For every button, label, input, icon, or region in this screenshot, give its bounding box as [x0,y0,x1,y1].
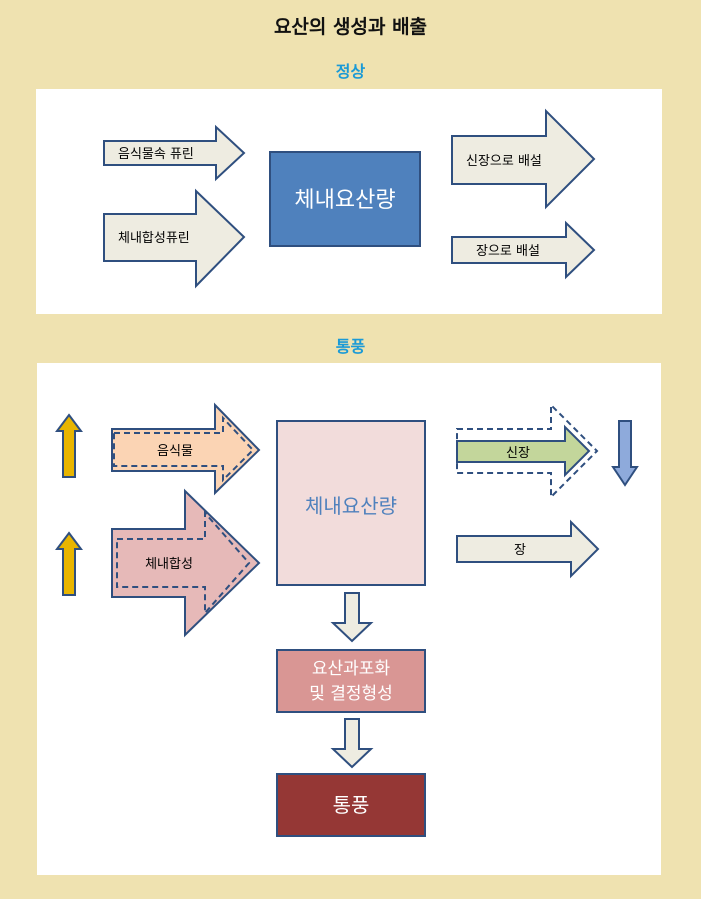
down-arrow-to-supersaturation [330,592,374,643]
down-arrow-kidney-icon [611,420,639,487]
label-body-uric-acid-gout: 체내요산량 [305,494,397,518]
label-body-synthesis: 체내합성 [145,557,193,572]
label-food-purine: 음식물속 퓨린 [118,147,194,162]
arrow-food-purine [103,124,246,182]
arrow-body-synthesis-dashed-inner [116,510,251,616]
diagram-title: 요산의 생성과 배출 [273,16,428,38]
label-kidney: 신장 [506,446,530,461]
section-label-normal: 정상 [335,62,366,81]
box-supersaturation [276,649,426,713]
label-intestine-excretion: 장으로 배설 [476,244,540,259]
arrow-body-synthesis-purine [103,188,246,289]
gout-flow-diagram: 음식물 체내합성 체내요산량 신장 장 요산과포화 및 결정형성 통풍 [55,402,639,837]
label-supersaturation-line2: 및 결정형성 [309,684,393,704]
up-arrow-food-icon [55,413,83,478]
panel-gout: 음식물 체내합성 체내요산량 신장 장 요산과포화 및 결정형성 통풍 [37,363,661,875]
arrow-food-intake-dashed-inner [113,415,255,483]
arrow-kidney-excretion [451,108,596,210]
label-kidney-excretion: 신장으로 배설 [466,154,542,169]
normal-flow-diagram: 음식물속 퓨린 체내합성퓨린 체내요산량 신장으로 배설 장으로 배설 [103,108,596,289]
arrow-kidney [456,424,591,478]
label-body-synthesis-purine: 체내합성퓨린 [118,231,190,246]
arrow-intestine [456,519,600,579]
arrow-body-synthesis [111,488,261,638]
label-body-uric-acid: 체내요산량 [294,188,395,213]
label-supersaturation-line1: 요산과포화 [312,659,391,679]
up-arrow-synthesis-icon [55,531,83,596]
box-body-uric-acid-gout [276,420,426,586]
arrow-kidney-dashed-outer [456,402,599,500]
label-intestine: 장 [514,543,526,558]
label-food-intake: 음식물 [157,444,193,459]
box-gout [276,773,426,837]
panel-normal: 음식물속 퓨린 체내합성퓨린 체내요산량 신장으로 배설 장으로 배설 [36,89,662,314]
down-arrow-to-gout [330,718,374,769]
arrow-intestine-excretion [451,220,596,280]
section-label-gout: 통풍 [335,337,366,356]
label-gout: 통풍 [333,793,370,817]
box-body-uric-acid [269,151,421,247]
